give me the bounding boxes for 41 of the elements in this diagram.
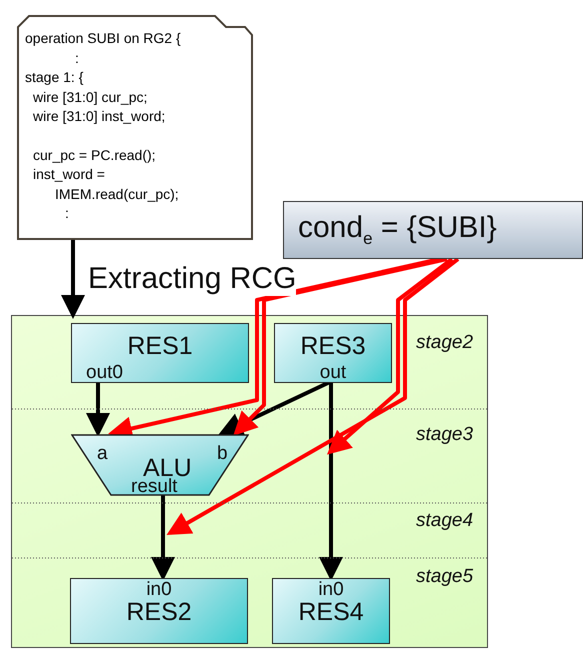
code-line: wire [31:0] cur_pc; bbox=[33, 88, 148, 107]
resource-name: RES3 bbox=[300, 333, 366, 359]
port-label: b bbox=[217, 444, 228, 463]
port-label: in0 bbox=[318, 580, 344, 599]
port-label: in0 bbox=[146, 580, 172, 599]
pointer-arrow bbox=[166, 257, 460, 535]
code-note bbox=[17, 15, 253, 240]
arrow bbox=[218, 380, 331, 436]
port-label: result bbox=[131, 477, 178, 496]
code-line: : bbox=[65, 204, 69, 223]
arrow bbox=[151, 495, 175, 581]
resource-box bbox=[272, 578, 390, 644]
pointer-arrow bbox=[327, 257, 454, 455]
code-line: : bbox=[75, 48, 79, 68]
code-line: operation SUBI on RG2 { bbox=[25, 29, 181, 48]
stage-label: stage5 bbox=[416, 566, 474, 588]
condition-box bbox=[283, 201, 583, 259]
stage-label: stage2 bbox=[416, 332, 474, 354]
stage-label: stage4 bbox=[416, 510, 474, 532]
arrow bbox=[61, 240, 85, 319]
stage-label: stage3 bbox=[416, 424, 474, 446]
resource-box bbox=[274, 323, 392, 383]
resource-box bbox=[71, 323, 249, 383]
resource-name: RES4 bbox=[298, 599, 364, 625]
arrow bbox=[86, 382, 110, 437]
code-line: IMEM.read(cur_pc); bbox=[55, 184, 179, 204]
resource-name: RES2 bbox=[126, 599, 192, 625]
resource-box bbox=[70, 578, 248, 644]
code-line: stage 1: { bbox=[25, 68, 84, 87]
condition-text: cond$_{e}$ = {SUBI} bbox=[298, 211, 497, 249]
arrow bbox=[319, 382, 343, 581]
code-line: inst_word = bbox=[33, 165, 105, 184]
code-line: cur_pc = PC.read(); bbox=[33, 146, 156, 165]
code-line: wire [31:0] inst_word; bbox=[33, 107, 166, 126]
stage-panel bbox=[11, 315, 488, 648]
port-label: out0 bbox=[86, 363, 123, 382]
alu-trapezoid bbox=[71, 434, 249, 496]
resource-name: RES1 bbox=[127, 333, 193, 359]
port-label: a bbox=[97, 444, 108, 463]
port-label: out bbox=[320, 363, 346, 382]
pointer-arrow bbox=[233, 257, 448, 436]
